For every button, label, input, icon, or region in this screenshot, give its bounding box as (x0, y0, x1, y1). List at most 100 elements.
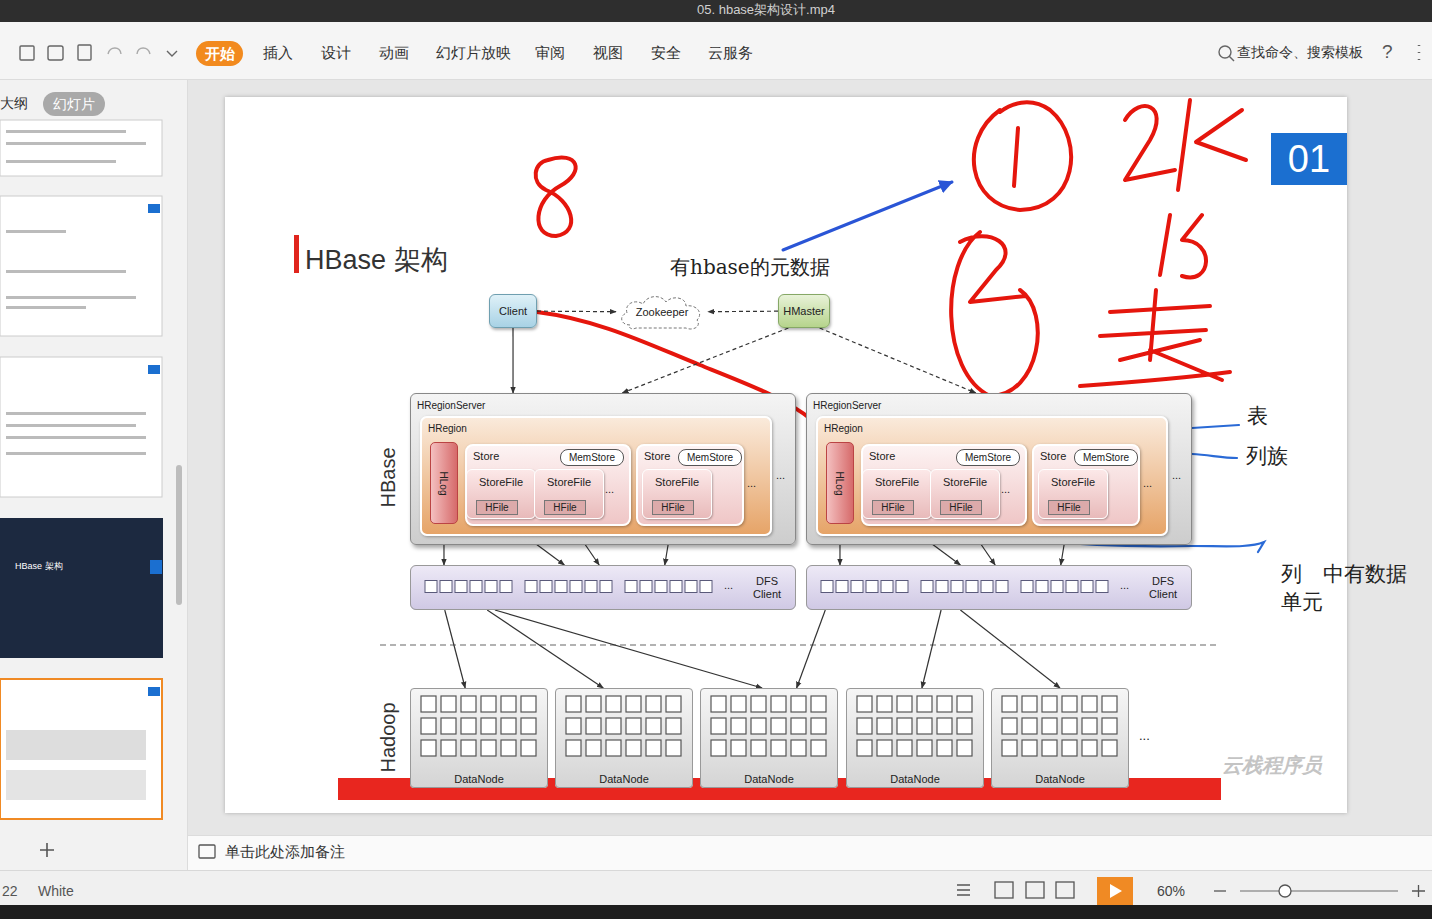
storefile-box-label: StoreFile (467, 470, 535, 488)
thumbnail-badge (150, 560, 162, 574)
dfs-client-box: DFS Client (410, 565, 796, 610)
datanode-fill (410, 688, 1129, 788)
store-box: StoreMemStoreStoreFileHFile (636, 444, 744, 526)
layer-label: HBase (377, 443, 400, 513)
slide-count: 22 (2, 883, 18, 899)
region-server-box: HRegionServerHRegionHLogStoreMemStoreSto… (410, 393, 796, 545)
connector (537, 311, 616, 313)
annotation-note: 有hbase的元数据 (670, 254, 830, 281)
block-row (524, 580, 614, 594)
hfile-box-label: HFile (553, 502, 576, 513)
memstore-pill: MemStore (560, 449, 624, 466)
dfs-fill (806, 565, 1192, 610)
status-icons (199, 845, 1425, 905)
handwritten-mark (536, 157, 576, 236)
hfile-box: HFile (652, 500, 694, 515)
dfs-client-box-label: DFS Client (1143, 575, 1183, 599)
slide-number-badge-label: 01 (1288, 138, 1330, 181)
layer-label: Hadoop (377, 703, 400, 773)
play-button (1097, 877, 1133, 905)
annotation-note: 表 (1247, 402, 1268, 430)
hfile-box: HFile (544, 500, 586, 515)
block-row (624, 580, 714, 594)
normal-view-icon (995, 882, 1013, 898)
menu-tab: 插入 (263, 44, 293, 63)
menu-tab: 视图 (593, 44, 623, 63)
ellipsis: ... (747, 477, 756, 489)
redo-icon (137, 48, 150, 54)
zoom-out-icon (1214, 890, 1226, 891)
thumbnail-badge (148, 204, 160, 213)
handwritten-mark (1080, 290, 1230, 386)
hlog-box: HLog (430, 442, 458, 524)
play-triangle (1110, 884, 1122, 898)
panel-tab: 大纲 (0, 95, 28, 113)
block-grid (709, 694, 829, 760)
datanode-box: DataNode (555, 688, 693, 788)
slide-thumbnails (0, 120, 182, 857)
status-bar (0, 870, 1432, 905)
connector (960, 610, 1060, 688)
storefile-box-label: StoreFile (1039, 470, 1107, 488)
dfs-client-box-label: DFS Client (747, 575, 787, 599)
thumbnail-badge (148, 687, 160, 696)
connector (708, 311, 778, 313)
storefile-box-label: StoreFile (931, 470, 999, 488)
connector (820, 328, 976, 393)
client-box-label: Client (499, 305, 527, 317)
menu-tab: 审阅 (535, 44, 565, 63)
memstore-pill: MemStore (1074, 449, 1138, 466)
dfs-fill (410, 565, 796, 610)
handwritten-mark (1125, 100, 1246, 190)
add-slide-icon (40, 843, 54, 857)
ellipsis: ... (605, 483, 614, 495)
hregion-box-label: HRegion (818, 418, 1166, 434)
blue-annotations (783, 182, 1264, 552)
handwriting (536, 100, 1246, 535)
title-accent-bar (294, 235, 299, 273)
ellipsis: ... (1120, 579, 1129, 591)
storefile-box: StoreFileHFile (466, 469, 536, 519)
connector (622, 328, 788, 393)
storefile-box: StoreFileHFile (534, 469, 604, 519)
ellipsis: ... (1172, 469, 1181, 481)
slide-number-badge: 01 (1271, 133, 1347, 185)
more-icon (1418, 45, 1421, 60)
thumbnail-badge (148, 365, 160, 374)
datanode-fill (410, 688, 548, 788)
zoom-level: 60% (1157, 883, 1185, 899)
block-row (1020, 580, 1110, 594)
storefile-box: StoreFileHFile (1038, 469, 1108, 519)
connector (495, 610, 762, 688)
datanode-box: DataNode (700, 688, 838, 788)
connector (922, 610, 941, 688)
hfile-box: HFile (476, 500, 518, 515)
thumbnail (0, 196, 162, 336)
storefile-box: StoreFileHFile (642, 469, 712, 519)
region-server-box: HRegionServerHRegionHLogStoreMemStoreSto… (806, 393, 1192, 545)
storefile-box-label: StoreFile (535, 470, 603, 488)
ellipsis: ... (724, 579, 733, 591)
connector (487, 610, 603, 688)
store-box: StoreMemStoreStoreFileHFile (1032, 444, 1140, 526)
handwritten-mark (1160, 215, 1206, 277)
memstore-pill: MemStore (956, 449, 1020, 466)
memstore-pill-label: MemStore (1083, 452, 1129, 463)
region-server-box-label: HRegionServer (411, 394, 795, 411)
menu-tab: 动画 (379, 44, 409, 63)
client-box: Client (489, 294, 537, 328)
watermark: 云栈程序员 (1222, 752, 1322, 779)
datanode-box-label: DataNode (599, 773, 649, 785)
hlog-box-label: HLog (835, 471, 846, 495)
print-icon (48, 46, 63, 60)
block-grid (855, 694, 975, 760)
hlog-box-label: HLog (439, 471, 450, 495)
zookeeper-cloud-label: Zookeeper (636, 306, 689, 318)
thumbnail (0, 120, 162, 176)
hfile-box: HFile (1048, 500, 1090, 515)
datanode-fill (555, 688, 693, 788)
handwritten-mark (951, 232, 1038, 396)
window-title: 05. hbase架构设计.mp4 (697, 1, 835, 19)
layer-separator (380, 644, 1218, 645)
ellipsis: ... (1139, 728, 1150, 743)
